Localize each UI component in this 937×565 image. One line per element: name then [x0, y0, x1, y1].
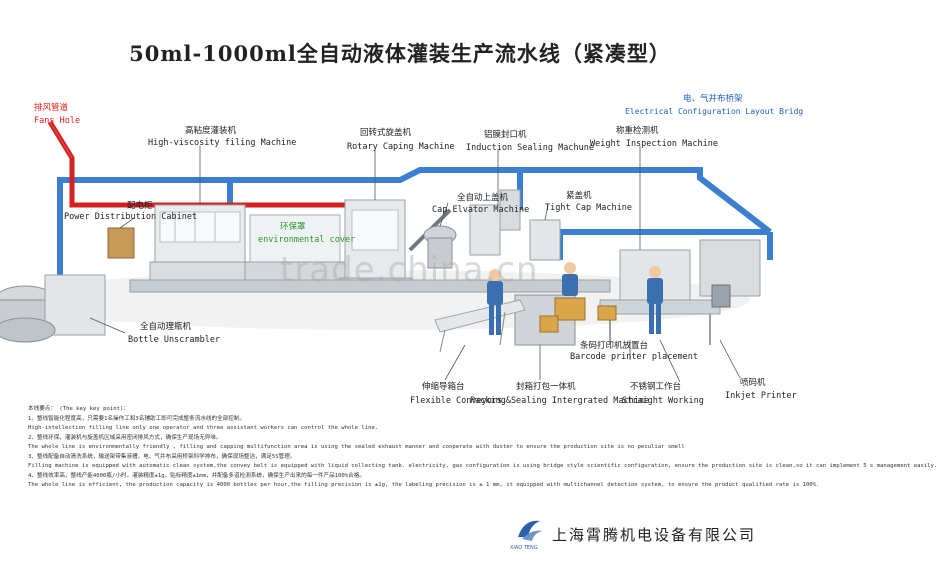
leader-lines	[89, 146, 741, 383]
induction-sealing-machine	[469, 189, 521, 256]
label-weight-en: Weight Inspection Machine	[590, 139, 718, 149]
label-power-cabinet-zh: 配电柜	[127, 201, 153, 211]
label-induction-en: Induction Sealing Machune	[466, 143, 594, 153]
label-rotary-capping-en: Rotary Caping Machine	[347, 142, 455, 152]
note-line: 4、整线效率高，整线产能4000瓶/小时，灌装精度±1g，贴标精度±1mm，并配…	[28, 472, 365, 479]
production-line-illustration	[0, 120, 773, 383]
label-straight-working-zh: 不锈钢工作台	[630, 382, 682, 392]
label-high-viscosity-zh: 高粘度灌装机	[185, 126, 237, 136]
label-induction-zh: 铝膜封口机	[484, 130, 527, 140]
label-high-viscosity-en: High-viscosity filing Machine	[148, 138, 297, 148]
label-electrical-zh: 电、气并布桥架	[683, 94, 743, 104]
note-line: 本线要点： (The key key point)：	[28, 406, 129, 412]
label-fans-hole-zh: 排风管道	[34, 103, 69, 113]
company-logo-icon	[518, 520, 542, 541]
label-flex-conveyors-zh: 伸缩导箱台	[422, 382, 465, 392]
tight-cap-machine	[529, 219, 561, 261]
watermark: trade.china.cn	[280, 250, 539, 290]
label-electrical-en: Electrical Configuration Layout Bridg	[625, 107, 804, 116]
label-straight-working-en: Straight Working	[622, 396, 704, 406]
bottle-unscrambler	[0, 274, 106, 343]
label-inkjet-en: Inkjet Printer	[725, 391, 797, 401]
company-name: 上海霄腾机电设备有限公司	[552, 526, 757, 544]
label-power-cabinet-en: Power Distribution Cabinet	[64, 212, 198, 222]
note-line: 2、整线环保，灌装机与旋盖机区域采用密闭排风方式，确保生产现场无异味。	[28, 434, 222, 441]
box	[597, 305, 617, 321]
label-packing-zh: 封箱打包一体机	[516, 382, 576, 392]
box	[539, 315, 559, 333]
label-weight-zh: 称重检测机	[616, 126, 659, 136]
note-line: High-intellection filling line only one …	[28, 425, 379, 431]
label-bottle-unscrambler-en: Bottle Unscrambler	[128, 335, 221, 345]
note-line: The whole line is environmentally friend…	[28, 444, 685, 450]
inkjet-printer	[711, 284, 731, 308]
fans-hole-leader	[49, 121, 73, 159]
label-flex-conveyors-en: Flexible Conveyors	[410, 396, 503, 406]
label-barcode-zh: 条码打印机放置台	[580, 341, 649, 351]
label-inkjet-zh: 喷码机	[740, 378, 766, 388]
diagram-title: 50ml-1000ml全自动液体灌装生产流水线（紧凑型）	[129, 41, 671, 66]
label-packing-en: Packing&Sealing Intergrated Machine	[470, 396, 650, 406]
rotary-capping-machine	[339, 199, 413, 293]
label-bottle-unscrambler-zh: 全自动理瓶机	[140, 322, 192, 332]
label-tight-cap-en: Tight Cap Machine	[545, 203, 632, 213]
note-line: 1、整线智能化程度高，只需要1名操作工和3名辅助工即可完成整条流水线的全部控制。	[28, 415, 246, 422]
label-env-cover-en: environmental cover	[258, 235, 356, 245]
note-line: 3、整线配备自动清洗系统，输送架带集液槽，电、气并布采用桥架科学排布，确保现场整…	[28, 453, 296, 460]
label-env-cover-zh: 环保罩	[280, 222, 306, 232]
label-rotary-capping-zh: 回转式旋盖机	[360, 128, 412, 138]
label-barcode-en: Barcode printer placement	[570, 352, 698, 362]
worker-3	[647, 266, 663, 334]
note-line: The whole line is efficient, the product…	[28, 482, 820, 488]
worker-1	[487, 269, 503, 335]
power-cabinet	[107, 227, 135, 259]
note-line: Filling machine is equipped with automat…	[28, 463, 937, 469]
label-cap-elevator-en: Cap Elvator Machine	[432, 205, 530, 215]
key-points-notes: 本线要点： (The key key point)： 1、整线智能化程度高，只需…	[28, 405, 937, 491]
label-tight-cap-zh: 紧盖机	[566, 191, 592, 201]
company-logo-text: XIAO TENG	[510, 545, 538, 551]
label-fans-hole-en: Fans Hole	[34, 116, 81, 126]
weight-inspection-machine	[619, 239, 761, 301]
worker-2	[562, 262, 578, 296]
label-cap-elevator-zh: 全自动上盖机	[457, 193, 509, 203]
